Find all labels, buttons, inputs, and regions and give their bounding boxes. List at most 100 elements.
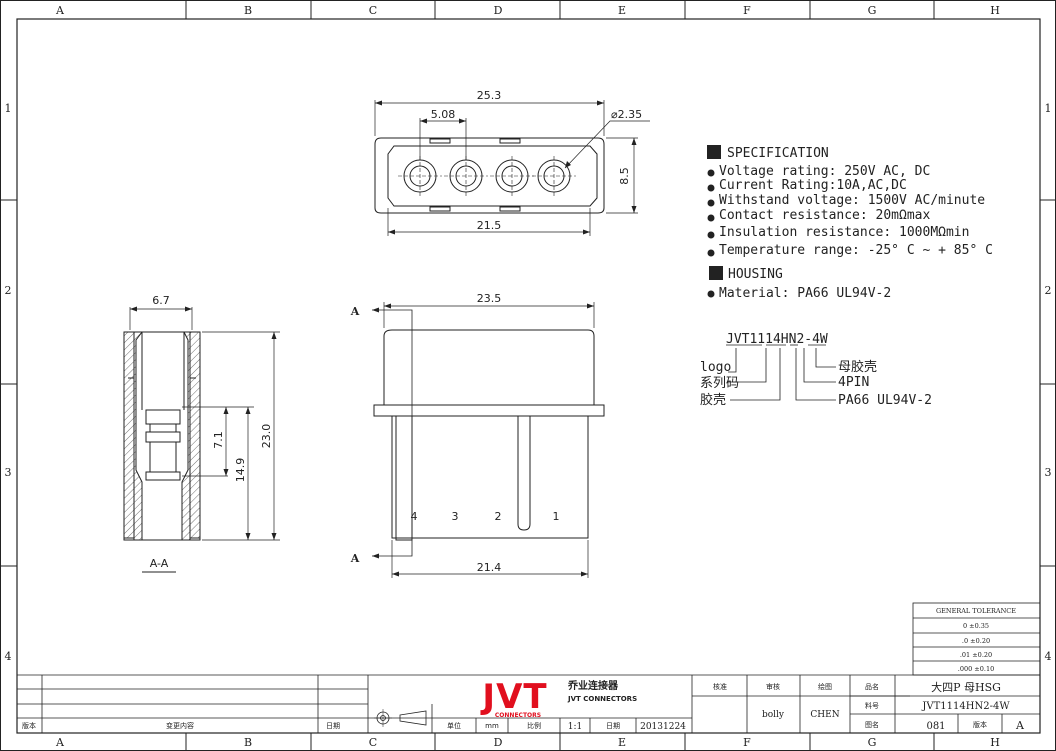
- col-label: F: [743, 736, 751, 749]
- col-label: C: [369, 736, 377, 749]
- spec-title: SPECIFICATION: [727, 146, 829, 161]
- col-label: E: [618, 4, 626, 17]
- pin-number: 4: [411, 510, 418, 523]
- reviewer: bolly: [762, 710, 785, 720]
- spec-item: Temperature range: -25° C ~ + 85° C: [719, 243, 993, 258]
- col-label: E: [618, 736, 626, 749]
- bullet-icon: [707, 199, 715, 207]
- row-label: 4: [5, 650, 12, 663]
- part-label: 料号: [865, 701, 879, 710]
- col-label: A: [55, 4, 65, 17]
- dim-bottom: 21.4: [477, 561, 502, 574]
- front-view-arrows: [372, 303, 594, 577]
- tolerance-row: 0 ±0.35: [963, 622, 989, 630]
- housing-title: HOUSING: [728, 267, 783, 282]
- company-logo: JVT CONNECTORS 乔业连接器 JVT CONNECTORS: [480, 677, 637, 719]
- dim-width: 6.7: [152, 294, 170, 307]
- row-label: 3: [1045, 466, 1052, 479]
- dim-small: 7.1: [212, 431, 225, 449]
- spec-item: Voltage rating: 250V AC, DC: [719, 164, 930, 179]
- rev-col: 版本: [22, 721, 36, 730]
- version-label: 版本: [973, 720, 987, 729]
- logo-text: JVT: [480, 677, 547, 717]
- spec-item: Current Rating:10A,AC,DC: [719, 178, 907, 193]
- front-view: [372, 302, 605, 578]
- section-view: [123, 306, 280, 573]
- row-label: 4: [1045, 650, 1052, 663]
- bullet-icon: [707, 214, 715, 222]
- col-label: B: [244, 736, 252, 749]
- dim-height: 8.5: [618, 167, 631, 185]
- code-label: logo: [700, 360, 731, 375]
- company-name-en: JVT CONNECTORS: [567, 695, 637, 703]
- change-col: 变更内容: [166, 721, 194, 730]
- date-col: 日期: [326, 722, 340, 730]
- scale-label: 比例: [527, 721, 541, 730]
- spec-marker-icon: [707, 145, 721, 159]
- col-label: C: [369, 4, 377, 17]
- pin-number: 2: [495, 510, 502, 523]
- tolerance-row: .000 ±0.10: [958, 665, 994, 673]
- row-label: 1: [5, 102, 12, 115]
- col-label: G: [868, 736, 877, 749]
- col-label: B: [244, 4, 252, 17]
- tolerance-title: GENERAL TOLERANCE: [936, 607, 1016, 615]
- col-label: A: [55, 736, 65, 749]
- row-label: 3: [5, 466, 12, 479]
- spec-item: Contact resistance: 20mΩmax: [719, 208, 930, 223]
- dim-mid: 14.9: [234, 458, 247, 483]
- company-name-cn: 乔业连接器: [567, 679, 619, 692]
- code-label: 母胶壳: [838, 359, 877, 375]
- title-block: [17, 674, 1040, 733]
- date-label: 日期: [606, 722, 620, 730]
- bullet-icon: [707, 231, 715, 239]
- part-code: JVT1114HN2-4W: [726, 332, 828, 347]
- col-label: F: [743, 4, 751, 17]
- bullet-icon: [707, 184, 715, 192]
- code-label: 系列码: [700, 376, 739, 391]
- part-value: JVT1114HN2-4W: [921, 701, 1010, 712]
- row-label: 2: [1045, 284, 1052, 297]
- dim-overall: 25.3: [477, 89, 502, 102]
- drawing-label: 图名: [865, 720, 879, 729]
- bullet-icon: [707, 249, 715, 257]
- section-mark-top: A: [350, 305, 360, 318]
- dim-total: 23.0: [260, 424, 273, 449]
- code-label: 胶壳: [700, 392, 726, 408]
- bullet-icon: [707, 169, 715, 177]
- tolerance-row: .01 ±0.20: [960, 651, 992, 659]
- name-value: 大四P 母HSG: [931, 680, 1001, 694]
- col-label: D: [494, 736, 503, 749]
- unit-value: mm: [485, 722, 499, 730]
- dim-inner: 21.5: [477, 219, 502, 232]
- row-label: 1: [1045, 102, 1052, 115]
- col-label: D: [494, 4, 503, 17]
- col-label: H: [990, 736, 1000, 749]
- drafter: CHEN: [810, 710, 839, 720]
- tolerance-row: .0 ±0.20: [962, 637, 990, 645]
- section-mark-bottom: A: [350, 552, 360, 565]
- top-view-arrows: [375, 100, 637, 235]
- col-label: H: [990, 4, 1000, 17]
- approve-label: 核准: [713, 682, 727, 691]
- date-value: 20131224: [640, 722, 686, 732]
- dim-pitch: 5.08: [431, 108, 456, 121]
- pin-number: 1: [553, 510, 560, 523]
- pin-number: 3: [452, 510, 459, 523]
- scale-value: 1:1: [568, 722, 582, 732]
- section-label: A-A: [150, 557, 169, 570]
- dim-hole: ⌀2.35: [611, 108, 642, 121]
- draw-label: 绘图: [818, 682, 832, 691]
- top-view: [374, 100, 650, 236]
- logo-sub: CONNECTORS: [495, 712, 541, 719]
- code-label: PA66 UL94V-2: [838, 393, 932, 408]
- bullet-icon: [707, 290, 715, 298]
- version-value: A: [1015, 719, 1025, 732]
- drawing-value: 081: [926, 721, 945, 732]
- housing-item: Material: PA66 UL94V-2: [719, 286, 891, 301]
- row-label: 2: [5, 284, 12, 297]
- spec-item: Insulation resistance: 1000MΩmin: [719, 225, 969, 240]
